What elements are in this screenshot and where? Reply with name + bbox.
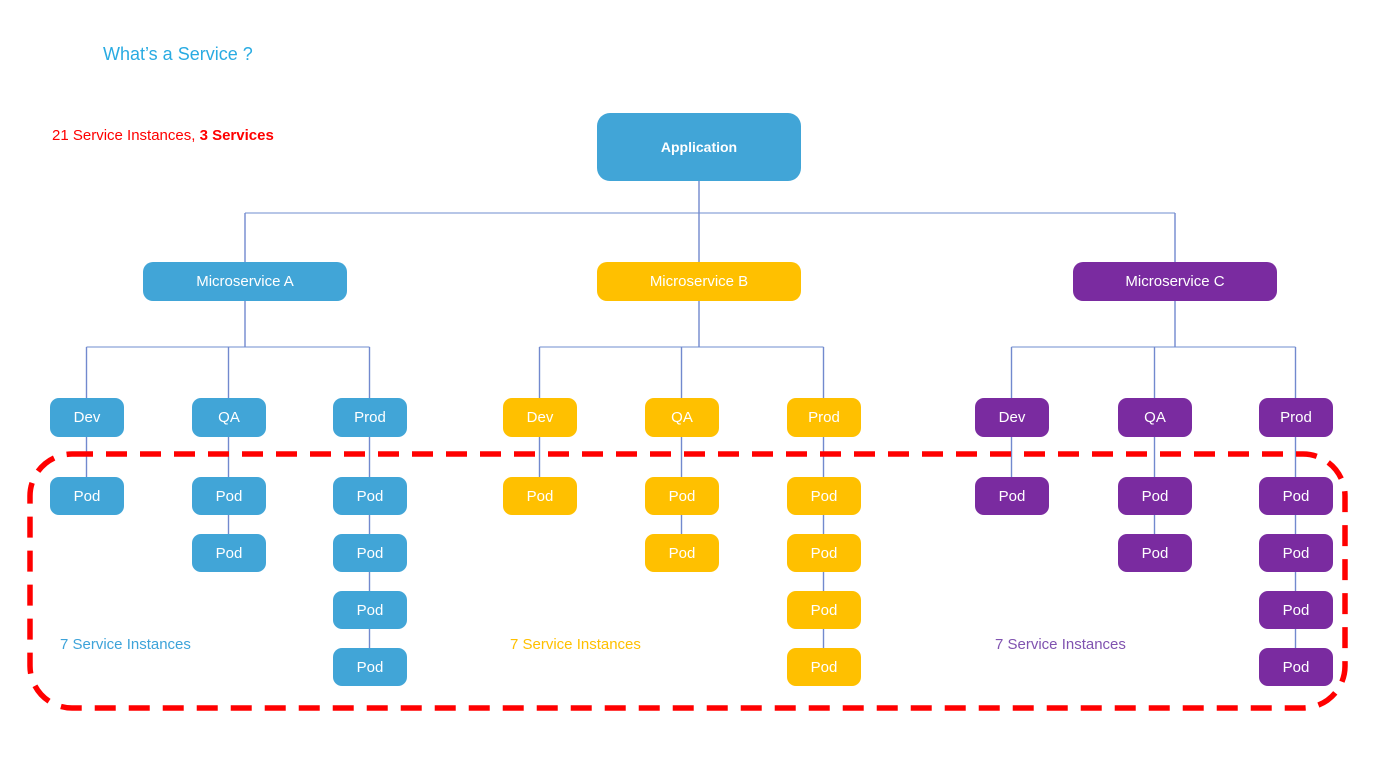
ms-c-prod-pod-4: Pod [1259, 648, 1333, 686]
ms-a-qa-pod-2: Pod [192, 534, 266, 572]
ms-b-qa-pod-2: Pod [645, 534, 719, 572]
ms-c-env-qa-node: QA [1118, 398, 1192, 437]
ms-b-env-dev-node: Dev [503, 398, 577, 437]
ms-a-instances-label: 7 Service Instances [60, 636, 191, 653]
ms-c-prod-pod-2: Pod [1259, 534, 1333, 572]
ms-a-prod-pod-1: Pod [333, 477, 407, 515]
ms-c-qa-pod-1: Pod [1118, 477, 1192, 515]
microservice-b-node: Microservice B [597, 262, 801, 301]
ms-b-prod-pod-4: Pod [787, 648, 861, 686]
ms-a-env-qa-node: QA [192, 398, 266, 437]
ms-b-env-prod-node: Prod [787, 398, 861, 437]
ms-a-env-prod-node: Prod [333, 398, 407, 437]
ms-c-qa-pod-2: Pod [1118, 534, 1192, 572]
service-instances-highlight-border [27, 451, 1348, 711]
ms-c-instances-label: 7 Service Instances [995, 636, 1126, 653]
ms-b-prod-pod-3: Pod [787, 591, 861, 629]
ms-a-prod-pod-3: Pod [333, 591, 407, 629]
stats-prefix: 21 Service Instances, [52, 127, 200, 144]
stats-highlight: 3 Services [199, 127, 274, 144]
ms-a-prod-pod-2: Pod [333, 534, 407, 572]
ms-b-prod-pod-2: Pod [787, 534, 861, 572]
ms-c-env-prod-node: Prod [1259, 398, 1333, 437]
ms-b-dev-pod-1: Pod [503, 477, 577, 515]
page-title: What’s a Service ? [103, 44, 253, 64]
microservice-c-node: Microservice C [1073, 262, 1277, 301]
ms-c-env-dev-node: Dev [975, 398, 1049, 437]
microservice-a-node: Microservice A [143, 262, 347, 301]
ms-c-prod-pod-1: Pod [1259, 477, 1333, 515]
ms-b-env-qa-node: QA [645, 398, 719, 437]
ms-a-prod-pod-4: Pod [333, 648, 407, 686]
ms-a-env-dev-node: Dev [50, 398, 124, 437]
connector-verticals [85, 181, 1297, 648]
ms-b-qa-pod-1: Pod [645, 477, 719, 515]
stats-line: 21 Service Instances, 3 Services [52, 127, 274, 144]
application-node: Application [597, 113, 801, 181]
ms-b-instances-label: 7 Service Instances [510, 636, 641, 653]
ms-a-dev-pod-1: Pod [50, 477, 124, 515]
ms-c-dev-pod-1: Pod [975, 477, 1049, 515]
ms-a-qa-pod-1: Pod [192, 477, 266, 515]
ms-b-prod-pod-1: Pod [787, 477, 861, 515]
ms-c-prod-pod-3: Pod [1259, 591, 1333, 629]
